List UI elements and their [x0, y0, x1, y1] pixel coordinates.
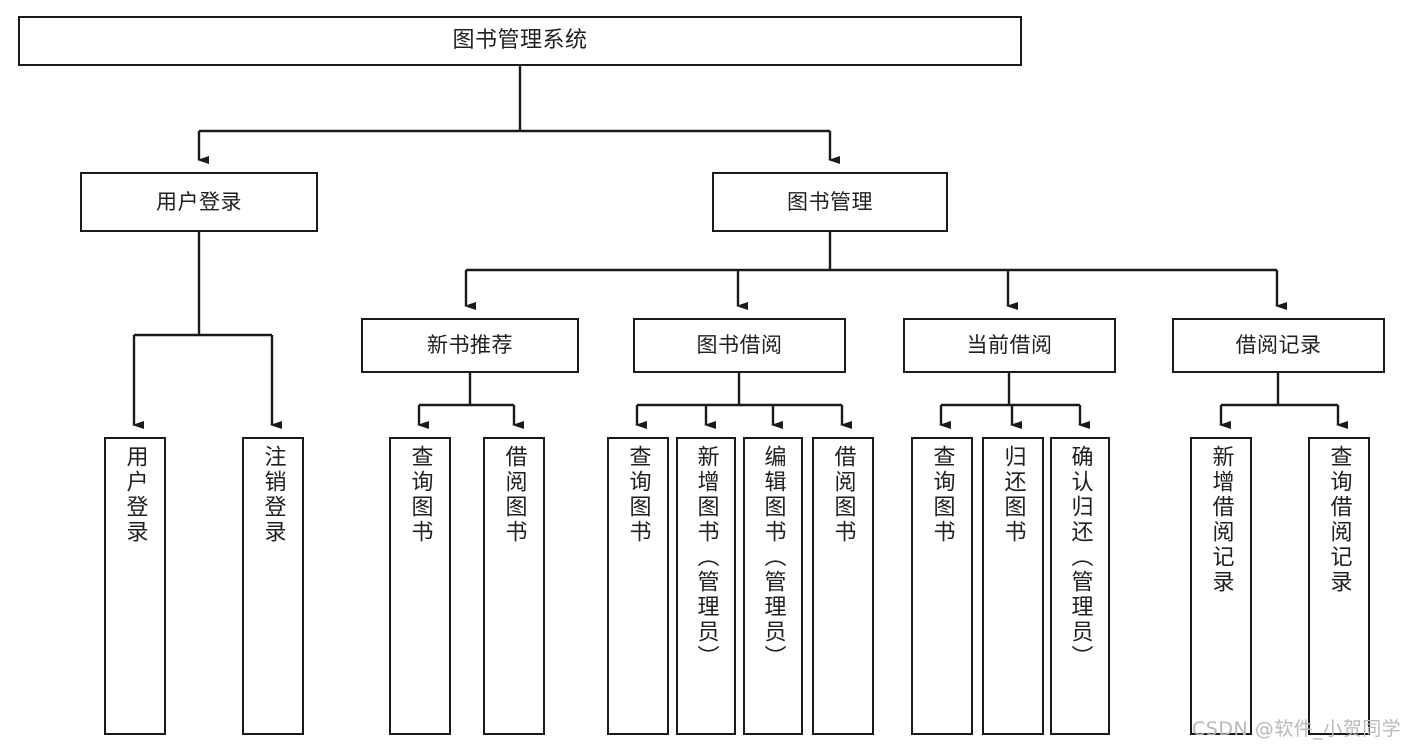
- node-leaf-return-book[interactable]: 归还图书: [982, 437, 1044, 735]
- watermark: CSDN @软件_小贺同学: [1192, 718, 1402, 740]
- node-book-borrow-label: 图书借阅: [696, 333, 783, 358]
- node-root[interactable]: 图书管理系统: [18, 16, 1022, 66]
- node-leaf-query-book-borrow[interactable]: 查询图书: [607, 437, 669, 735]
- node-borrow-record[interactable]: 借阅记录: [1172, 318, 1385, 373]
- node-leaf-confirm-return-label: 确认归还（管理员）: [1067, 445, 1093, 670]
- node-root-label: 图书管理系统: [452, 28, 588, 54]
- node-leaf-edit-book-label: 编辑图书（管理员）: [760, 445, 786, 670]
- node-leaf-query-record[interactable]: 查询借阅记录: [1308, 437, 1370, 735]
- node-new-book-rec[interactable]: 新书推荐: [361, 318, 579, 373]
- node-user-login[interactable]: 用户登录: [80, 172, 318, 232]
- node-leaf-borrow-book-rec[interactable]: 借阅图书: [483, 437, 545, 735]
- node-leaf-query-book-current-label: 查询图书: [929, 445, 955, 545]
- node-leaf-query-book-borrow-label: 查询图书: [625, 445, 651, 545]
- node-leaf-logout-label: 注销登录: [260, 445, 286, 545]
- node-leaf-add-book[interactable]: 新增图书（管理员）: [676, 437, 736, 735]
- node-borrow-record-label: 借阅记录: [1235, 333, 1322, 358]
- node-leaf-user-login-label: 用户登录: [122, 445, 148, 545]
- node-leaf-return-book-label: 归还图书: [1000, 445, 1026, 545]
- node-book-borrow[interactable]: 图书借阅: [633, 318, 846, 373]
- node-current-borrow[interactable]: 当前借阅: [903, 318, 1116, 373]
- node-leaf-query-book-current[interactable]: 查询图书: [911, 437, 973, 735]
- node-leaf-user-login[interactable]: 用户登录: [104, 437, 166, 735]
- node-leaf-add-book-label: 新增图书（管理员）: [693, 445, 719, 670]
- node-leaf-query-book-rec-label: 查询图书: [407, 445, 433, 545]
- node-leaf-logout[interactable]: 注销登录: [242, 437, 304, 735]
- node-leaf-borrow-book[interactable]: 借阅图书: [812, 437, 874, 735]
- node-leaf-edit-book[interactable]: 编辑图书（管理员）: [743, 437, 803, 735]
- node-user-login-label: 用户登录: [156, 189, 242, 214]
- node-new-book-rec-label: 新书推荐: [427, 333, 513, 358]
- node-current-borrow-label: 当前借阅: [966, 333, 1053, 358]
- node-book-manage[interactable]: 图书管理: [712, 172, 948, 232]
- node-leaf-borrow-book-label: 借阅图书: [830, 445, 856, 545]
- node-leaf-add-record-label: 新增借阅记录: [1208, 445, 1234, 595]
- node-leaf-query-record-label: 查询借阅记录: [1326, 445, 1352, 595]
- node-leaf-add-record[interactable]: 新增借阅记录: [1190, 437, 1252, 735]
- node-leaf-borrow-book-rec-label: 借阅图书: [501, 445, 527, 545]
- node-leaf-query-book-rec[interactable]: 查询图书: [389, 437, 451, 735]
- node-leaf-confirm-return[interactable]: 确认归还（管理员）: [1050, 437, 1110, 735]
- node-book-manage-label: 图书管理: [787, 189, 873, 214]
